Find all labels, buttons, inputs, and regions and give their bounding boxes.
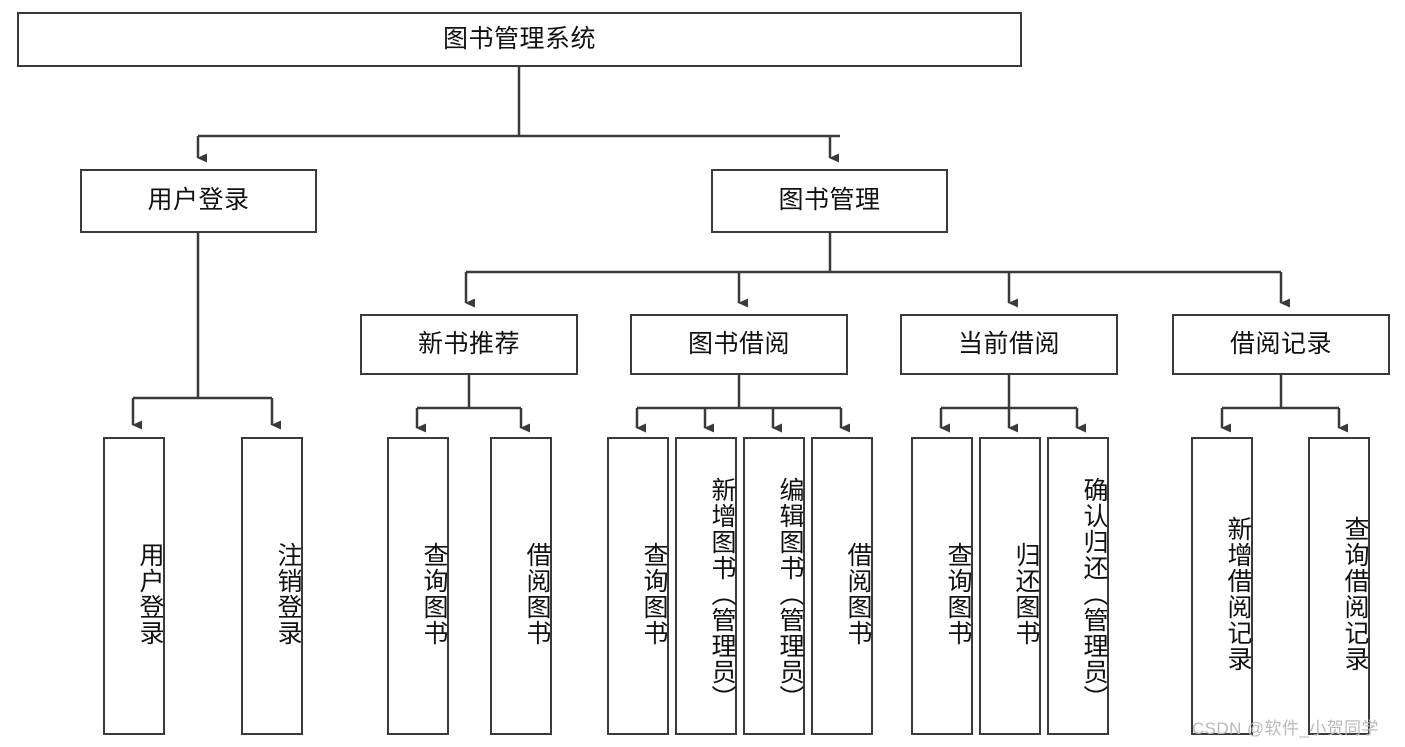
- csdn-watermark: CSDN @软件_小贺同学: [1192, 719, 1379, 738]
- node-root-system[interactable]: 图书管理系统: [17, 12, 1022, 67]
- node-user-login[interactable]: 用户登录: [80, 169, 317, 233]
- leaf-label: 编辑图书（管理员）: [776, 477, 804, 711]
- leaf-label: 查询借阅记录: [1341, 516, 1369, 672]
- leaf-current-borrow-return[interactable]: 归还图书: [979, 437, 1041, 735]
- node-book-management[interactable]: 图书管理: [711, 169, 948, 233]
- leaf-label: 归还图书: [1012, 542, 1040, 646]
- leaf-label: 查询图书: [640, 542, 668, 646]
- leaf-label: 查询图书: [944, 542, 972, 646]
- node-borrow-record[interactable]: 借阅记录: [1172, 314, 1390, 375]
- node-current-borrow[interactable]: 当前借阅: [900, 314, 1118, 375]
- leaf-book-borrow-query[interactable]: 查询图书: [607, 437, 669, 735]
- leaf-label: 新增图书（管理员）: [708, 477, 736, 711]
- leaf-new-book-borrow[interactable]: 借阅图书: [490, 437, 552, 735]
- leaf-user-login-login[interactable]: 用户登录: [103, 437, 165, 735]
- node-book-borrow[interactable]: 图书借阅: [630, 314, 848, 375]
- leaf-current-borrow-confirm[interactable]: 确认归还（管理员）: [1047, 437, 1109, 735]
- leaf-label: 用户登录: [136, 542, 164, 646]
- leaf-book-borrow-borrow[interactable]: 借阅图书: [811, 437, 873, 735]
- leaf-new-book-query[interactable]: 查询图书: [387, 437, 449, 735]
- leaf-current-borrow-query[interactable]: 查询图书: [911, 437, 973, 735]
- leaf-borrow-record-query[interactable]: 查询借阅记录: [1308, 437, 1370, 735]
- leaf-label: 确认归还（管理员）: [1080, 477, 1108, 711]
- leaf-label: 新增借阅记录: [1224, 516, 1252, 672]
- leaf-label: 注销登录: [274, 542, 302, 646]
- leaf-label: 借阅图书: [523, 542, 551, 646]
- leaf-user-login-logout[interactable]: 注销登录: [241, 437, 303, 735]
- leaf-book-borrow-add[interactable]: 新增图书（管理员）: [675, 437, 737, 735]
- leaf-label: 借阅图书: [844, 542, 872, 646]
- leaf-label: 查询图书: [420, 542, 448, 646]
- leaf-book-borrow-edit[interactable]: 编辑图书（管理员）: [743, 437, 805, 735]
- leaf-borrow-record-add[interactable]: 新增借阅记录: [1191, 437, 1253, 735]
- node-new-book-recommend[interactable]: 新书推荐: [360, 314, 578, 375]
